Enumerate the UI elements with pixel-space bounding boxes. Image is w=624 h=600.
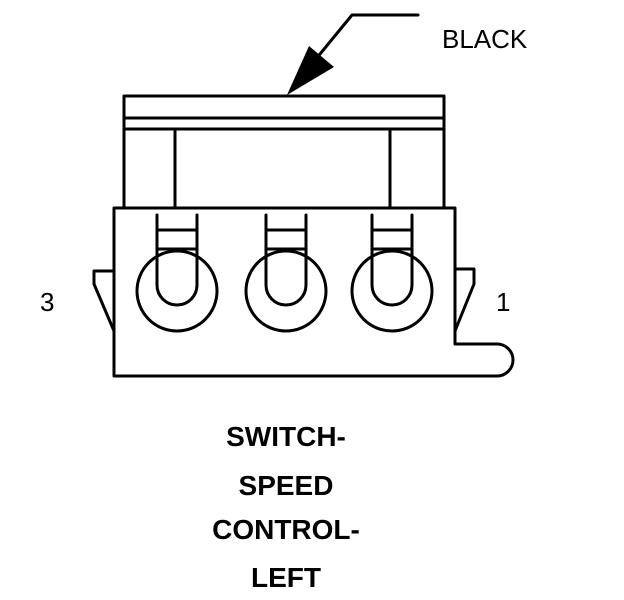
terminal-cavity-2 [244,213,328,333]
title-line-2: SPEED [239,470,334,501]
callout-arrowhead [287,46,334,95]
connector-title: SWITCH- SPEED CONTROL- LEFT [212,421,360,593]
pin-label-left: 3 [40,287,54,317]
title-line-4: LEFT [251,562,321,593]
pin-label-right: 1 [496,287,510,317]
lock-tab-left [92,269,116,333]
title-line-1: SWITCH- [226,421,346,452]
connector-body [112,206,515,378]
color-label: BLACK [442,24,528,54]
lock-tab-right [453,267,476,333]
connector-cover [122,94,446,210]
callout-leader [287,13,420,95]
terminal-cavity-1 [350,213,434,333]
terminal-cavity-3 [135,213,219,333]
title-line-3: CONTROL- [212,514,360,545]
